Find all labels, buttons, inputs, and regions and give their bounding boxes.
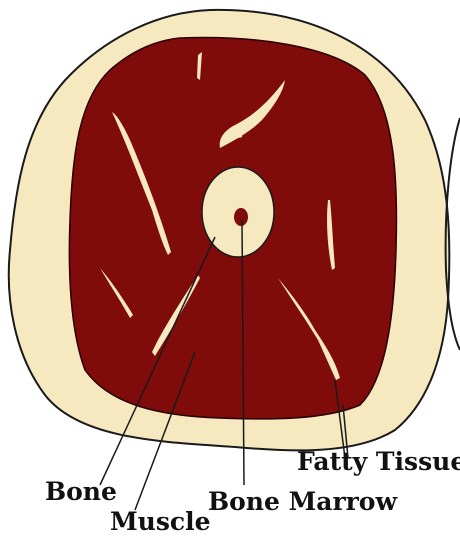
bone-marrow [234,208,248,226]
label-bone: Bone [45,477,117,506]
label-fatty-tissue: Fatty Tissue [297,447,460,476]
label-muscle: Muscle [110,507,211,536]
label-bone-marrow: Bone Marrow [208,487,398,516]
